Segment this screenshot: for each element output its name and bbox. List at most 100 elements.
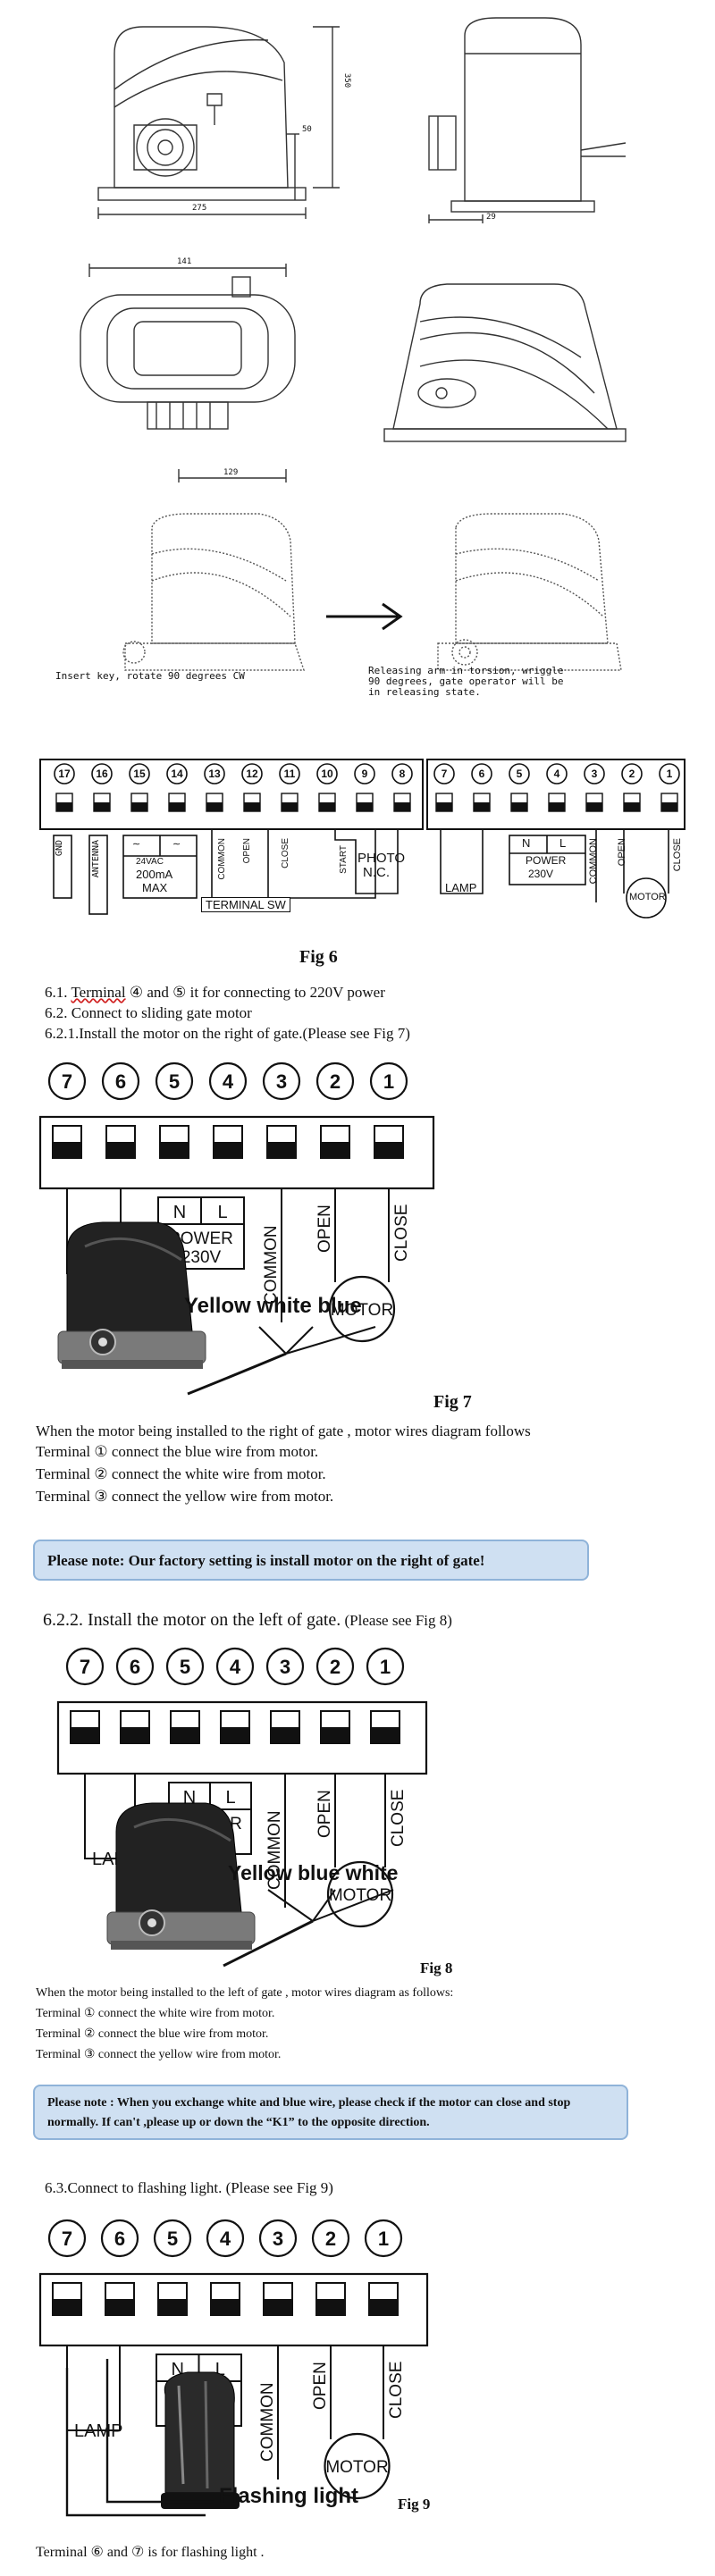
fig9-terminal-2 (311, 2219, 350, 2258)
fig9-screw-fill-5 (158, 2299, 187, 2315)
fig9-common-label: COMMON (258, 2382, 277, 2462)
fig7-close-label: CLOSE (392, 1204, 411, 1262)
fig7-terminal-4 (208, 1061, 248, 1101)
board6-left-number-8: 8 (400, 768, 406, 780)
board6-right-screw-fill-4 (549, 802, 565, 811)
power-label-6: POWER (526, 854, 567, 867)
board6-right-number-2: 2 (629, 768, 635, 780)
fig7-screw-fill-7 (53, 1142, 81, 1158)
board6-left-circle-16 (91, 763, 113, 785)
dim-top-length: 141 (177, 257, 192, 266)
fig9-terminal-3 (258, 2219, 298, 2258)
board6-right-screw-fill-5 (511, 802, 527, 811)
fig7-terminal-number-5: 5 (169, 1070, 180, 1093)
fig7-motor-label: MOTOR (331, 1301, 393, 1320)
fig9-lamp-wire (66, 2345, 121, 2431)
board6-left-circle-15 (129, 763, 150, 785)
dim-top-base: 129 (223, 468, 239, 477)
board6-left-number-16: 16 (96, 768, 108, 780)
fig8-screw-fill-3 (271, 1727, 299, 1743)
board6-right-circle-4 (546, 763, 568, 785)
fig9-diagram: 7654321LAMPNLPOWER230VCOMMONOPENCLOSEMOT… (38, 2219, 429, 2517)
fig9-screw-fill-2 (316, 2299, 345, 2315)
fig9-wire-6 (105, 2359, 214, 2504)
fig8-screw-fill-5 (171, 1727, 199, 1743)
board6-left-screw-fill-13 (206, 802, 223, 811)
note-exchange-wires: Please note : When you exchange white an… (33, 2085, 628, 2140)
fig9-wire-7 (65, 2368, 206, 2517)
fig7-t2: Terminal ② connect the white wire from m… (36, 1465, 326, 1482)
fig7-t3: Terminal ③ connect the yellow wire from … (36, 1488, 334, 1505)
fig9-board (38, 2272, 429, 2347)
fig8-terminal-7 (65, 1647, 105, 1686)
fig7-n-label: N (173, 1203, 186, 1222)
board6-left-screw-fill-11 (282, 802, 298, 811)
fig8-terminal-number-6: 6 (130, 1656, 140, 1678)
photo-label: PHOTO (358, 851, 406, 866)
section-6-2-2: 6.2.2. Install the motor on the left of … (43, 1610, 452, 1630)
fig8-close-label: CLOSE (389, 1790, 408, 1847)
board6-right-number-5: 5 (517, 768, 523, 780)
releasing-caption: Releasing arm in torsion, wriggle 90 deg… (368, 665, 564, 698)
fig7-terminal-number-4: 4 (223, 1070, 234, 1093)
flashing-light-label: Flashing light (219, 2484, 358, 2508)
fig9-terminal-6 (100, 2219, 139, 2258)
board6-left-number-17: 17 (58, 768, 71, 780)
fig8-board (56, 1700, 428, 1775)
board6-left-screw-fill-8 (394, 802, 410, 811)
board6-left-circle-12 (241, 763, 263, 785)
board6-right-screw-fill-3 (586, 802, 602, 811)
fig8-common-label: COMMON (265, 1810, 284, 1890)
dim-width: 275 (192, 204, 207, 213)
fig7-board (38, 1115, 435, 1190)
fig7-motor-photo (57, 1221, 206, 1369)
board6-right-screw-fill-6 (474, 802, 490, 811)
fig8-screw-fill-4 (221, 1727, 249, 1743)
board6-right-number-7: 7 (442, 768, 448, 780)
fig8-motor-photo (106, 1802, 256, 1950)
fig7-terminal-2 (315, 1061, 355, 1101)
fig9-screw-fill-7 (53, 2299, 81, 2315)
fig7-terminal-5 (155, 1061, 194, 1101)
fig8-screw-fill-7 (71, 1727, 99, 1743)
fig7-terminal-number-7: 7 (62, 1070, 72, 1093)
motor-drawings (80, 17, 627, 671)
board6-right-circle-6 (471, 763, 492, 785)
fig9-terminal-number-3: 3 (273, 2228, 283, 2250)
fig8-label: Fig 8 (420, 1959, 453, 1976)
motor-label-6: MOTOR (629, 892, 666, 902)
fig8-terminal-6 (115, 1647, 155, 1686)
board6-left-circle-11 (279, 763, 300, 785)
fig9-open-label: OPEN (311, 2362, 330, 2410)
board6-right-circle-2 (621, 763, 643, 785)
fig8-terminal-number-1: 1 (380, 1656, 391, 1678)
fig8-screw-fill-6 (121, 1727, 149, 1743)
board6-left-number-13: 13 (208, 768, 221, 780)
fig7-terminal-number-3: 3 (276, 1070, 287, 1093)
board6-right-screw-fill-7 (436, 802, 452, 811)
fig7-power-label: POWER (169, 1229, 233, 1248)
board6-left-number-10: 10 (321, 768, 333, 780)
fig7-diagram: 7654321LAMPNLPOWER230VCOMMONOPENCLOSEMOT… (38, 1061, 435, 1396)
antenna-box (88, 835, 108, 915)
n-label-6: N (522, 836, 531, 850)
board6-right-number-6: 6 (479, 768, 485, 780)
fig7-label: Fig 7 (433, 1392, 472, 1412)
fig8-screw-fill-1 (371, 1727, 400, 1743)
fig7-l-label: L (217, 1203, 227, 1222)
fig7-screw-fill-3 (267, 1142, 296, 1158)
fig8-l-label: L (225, 1788, 235, 1808)
fig7-terminal-3 (262, 1061, 301, 1101)
vac-amp: 200mA (136, 868, 173, 881)
fig7-screw-fill-5 (160, 1142, 189, 1158)
board6-left-circle-9 (354, 763, 375, 785)
board6-left-circle-13 (204, 763, 225, 785)
release-arrow (326, 602, 403, 631)
board6-left-screw-fill-17 (56, 802, 72, 811)
fig8-terminal-4 (215, 1647, 255, 1686)
fig9-terminal-number-4: 4 (220, 2228, 231, 2250)
motor-top-view (80, 264, 296, 482)
fig7-cable (187, 1352, 287, 1396)
board6-right-circle-1 (659, 763, 680, 785)
board6-left-circle-8 (391, 763, 413, 785)
